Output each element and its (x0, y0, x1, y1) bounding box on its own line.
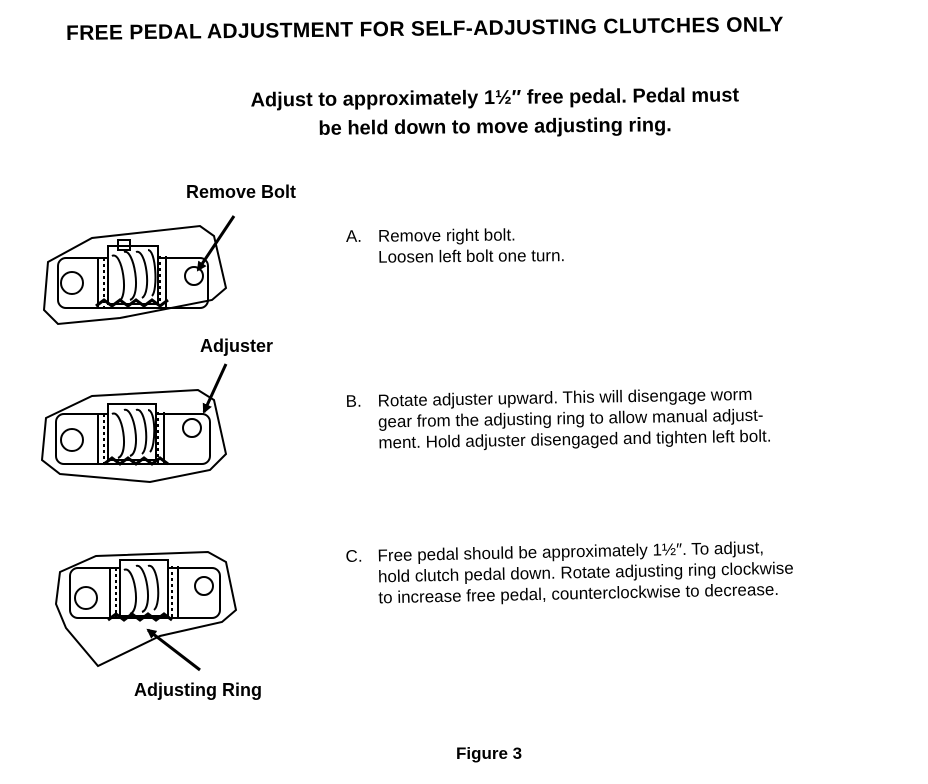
step-letter: A. (345, 226, 363, 247)
adjusting-ring-callout: Adjusting Ring (134, 680, 262, 700)
adjuster-callout: Adjuster (200, 336, 274, 356)
step-a: A. Remove right bolt. Loosen left bolt on… (346, 224, 565, 268)
adjuster-arrow (202, 363, 228, 414)
step-letter: C. (345, 546, 363, 567)
figure-caption: Figure 3 (456, 744, 523, 763)
adjusting-ring-arrow (146, 628, 201, 672)
step-c: C.Free pedal should be approximately 1½″… (345, 537, 794, 609)
clutch-adjuster-drawing-a (42, 224, 228, 326)
clutch-adjuster-drawing-c (54, 550, 238, 668)
step-text-line: Remove right bolt. (377, 225, 516, 246)
remove-bolt-arrow (196, 215, 236, 272)
instruction-subtitle: Adjust to approximately 1½″ free pedal. … (170, 81, 821, 146)
clutch-adjuster-drawing-b (40, 388, 228, 484)
step-letter: B. (345, 391, 362, 412)
step-text-line: Loosen left bolt one turn. (378, 246, 566, 267)
step-b: B.Rotate adjuster upward. This will dise… (345, 384, 771, 454)
remove-bolt-callout: Remove Bolt (186, 182, 297, 202)
